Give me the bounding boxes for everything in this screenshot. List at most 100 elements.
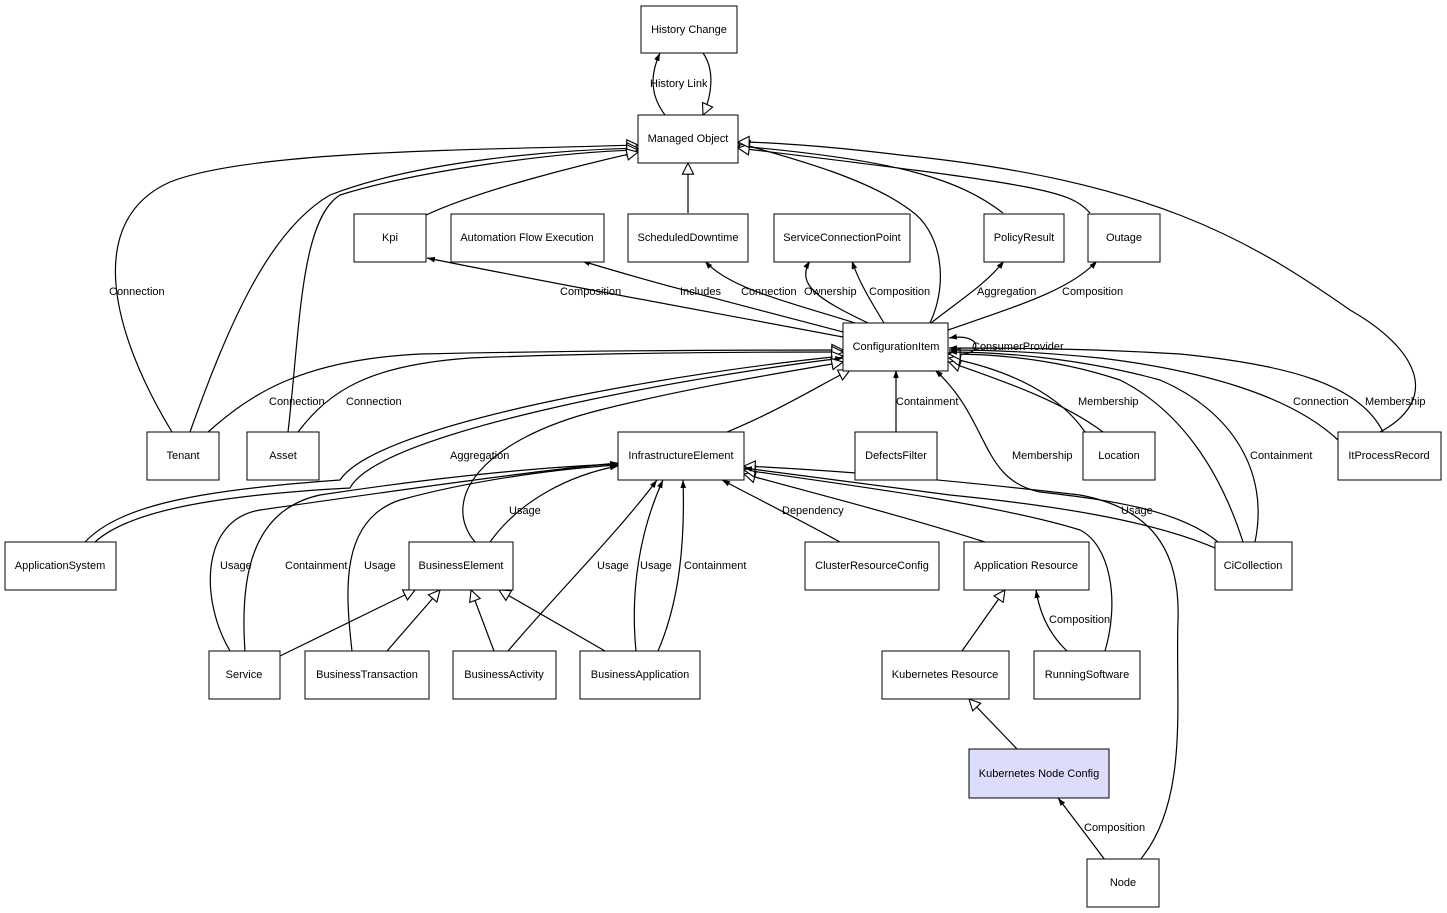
node-kubernetes-resource[interactable]: Kubernetes Resource [881, 650, 1010, 700]
node-label: ItProcessRecord [1348, 450, 1429, 462]
node-label: BusinessApplication [591, 669, 689, 681]
edge-it-process-record-membership [948, 345, 1384, 433]
node-it-process-record[interactable]: ItProcessRecord [1337, 431, 1442, 481]
node-running-software[interactable]: RunningSoftware [1033, 650, 1141, 700]
label-usage-bact: Usage [597, 560, 629, 572]
node-business-element[interactable]: BusinessElement [408, 541, 514, 591]
node-label: Tenant [166, 450, 199, 462]
edge-configuration-item-to-managed-object [738, 143, 941, 324]
label-containment-defects: Containment [896, 396, 958, 408]
node-defects-filter[interactable]: DefectsFilter [854, 431, 938, 481]
label-usage-be: Usage [509, 505, 541, 517]
node-label: ScheduledDowntime [638, 232, 739, 244]
edge-ci-to-policy-result [930, 260, 1005, 324]
edge-ci-collection-containment [949, 354, 1244, 543]
node-label: RunningSoftware [1045, 669, 1129, 681]
edge-k8s-resource-to-appres [961, 590, 1005, 652]
edge-bapp-to-infra-usage [633, 479, 664, 652]
edge-bapp-to-business-element [499, 590, 606, 652]
label-connection-sd: Connection [741, 286, 797, 298]
node-service[interactable]: Service [208, 650, 281, 700]
node-cluster-resource-config[interactable]: ClusterResourceConfig [804, 541, 940, 591]
node-infrastructure-element[interactable]: InfrastructureElement [617, 431, 745, 481]
edge-history-link-to-history-change [652, 52, 666, 116]
node-application-system[interactable]: ApplicationSystem [4, 541, 117, 591]
edge-it-process-record-to-managed-object [738, 142, 1417, 433]
edge-ci-collection-membership [934, 369, 1219, 543]
node-automation-flow-execution[interactable]: Automation Flow Execution [450, 213, 605, 263]
label-composition-kpi: Composition [560, 286, 621, 298]
node-label: ClusterResourceConfig [815, 560, 929, 572]
node-label: Kubernetes Node Config [979, 768, 1099, 780]
node-label: PolicyResult [994, 232, 1055, 244]
edge-business-element-to-infra [489, 464, 619, 543]
edge-appres-to-infra [744, 474, 986, 543]
edge-tenant-to-managed-object-2 [189, 148, 638, 433]
edge-ci-collection-containment-2 [948, 349, 1259, 543]
node-kubernetes-node-config[interactable]: Kubernetes Node Config [968, 748, 1110, 799]
edge-history-change-to-managed-object [703, 52, 711, 115]
node-label: Automation Flow Execution [460, 232, 593, 244]
label-composition-rs: Composition [1049, 614, 1110, 626]
edge-bapp-to-infra-containment [657, 479, 687, 652]
node-label: BusinessElement [419, 560, 504, 572]
label-composition-outage: Composition [1062, 286, 1123, 298]
edge-service-to-business-element [279, 590, 415, 657]
node-label: Kubernetes Resource [892, 669, 998, 681]
label-connection-tenant-ci: Connection [269, 396, 325, 408]
edge-tenant-to-managed-object [114, 145, 638, 433]
label-dependency: Dependency [782, 505, 844, 517]
edge-business-element-to-ci [462, 362, 843, 543]
node-policy-result[interactable]: PolicyResult [983, 213, 1065, 263]
edge-ci-collection-to-infra [743, 466, 1216, 549]
node-ci-collection[interactable]: CiCollection [1214, 541, 1293, 591]
label-containment-collection: Containment [1250, 450, 1312, 462]
label-aggregation-appsys: Aggregation [450, 450, 509, 462]
label-containment-bapp: Containment [684, 560, 746, 572]
edge-ci-to-scp-composition [851, 260, 885, 324]
node-tenant[interactable]: Tenant [146, 431, 220, 481]
label-usage-btx: Usage [364, 560, 396, 572]
node-scheduled-downtime[interactable]: ScheduledDowntime [627, 213, 749, 263]
node-service-connection-point[interactable]: ServiceConnectionPoint [773, 213, 911, 263]
node-label: Managed Object [648, 133, 729, 145]
node-label: Application Resource [974, 560, 1078, 572]
node-label: BusinessActivity [464, 669, 544, 681]
edge-bact-to-business-element [471, 590, 495, 652]
node-history-change[interactable]: History Change [640, 5, 738, 54]
node-label: Outage [1106, 232, 1142, 244]
label-consumer-provider: ConsumerProvider [972, 341, 1064, 353]
node-kpi[interactable]: Kpi [353, 213, 427, 263]
label-includes: Includes [680, 286, 721, 298]
edge-location-to-ci-2 [949, 358, 1086, 433]
edge-infra-to-ci [726, 370, 850, 433]
edge-policy-result-to-managed-object [738, 146, 1004, 214]
edge-node-to-k8s-node-config [1057, 797, 1106, 861]
node-configuration-item[interactable]: ConfigurationItem [842, 322, 949, 372]
label-containment-service: Containment [285, 560, 347, 572]
label-usage-collection: Usage [1121, 505, 1153, 517]
node-node[interactable]: Node [1086, 858, 1160, 908]
node-application-resource[interactable]: Application Resource [963, 541, 1090, 591]
edge-btx-to-infra-usage [347, 462, 619, 652]
node-label: CiCollection [1224, 560, 1283, 572]
label-aggregation-policy: Aggregation [977, 286, 1036, 298]
node-business-activity[interactable]: BusinessActivity [452, 650, 557, 700]
label-usage-service: Usage [220, 560, 252, 572]
node-label: Asset [269, 450, 297, 462]
node-location[interactable]: Location [1082, 431, 1156, 481]
node-managed-object[interactable]: Managed Object [637, 114, 739, 164]
edge-k8s-node-config-to-k8s-resource [969, 699, 1018, 750]
node-business-application[interactable]: BusinessApplication [579, 650, 701, 700]
label-connection-tenant: Connection [109, 286, 165, 298]
edge-running-software-to-infra [744, 470, 1113, 652]
node-business-transaction[interactable]: BusinessTransaction [304, 650, 430, 700]
node-asset[interactable]: Asset [246, 431, 320, 481]
node-outage[interactable]: Outage [1087, 213, 1161, 263]
label-ownership: Ownership [804, 286, 857, 298]
node-label: InfrastructureElement [628, 450, 733, 462]
label-membership-collection: Membership [1012, 450, 1073, 462]
label-membership-location: Membership [1078, 396, 1139, 408]
edge-btx-to-business-element [386, 590, 440, 652]
